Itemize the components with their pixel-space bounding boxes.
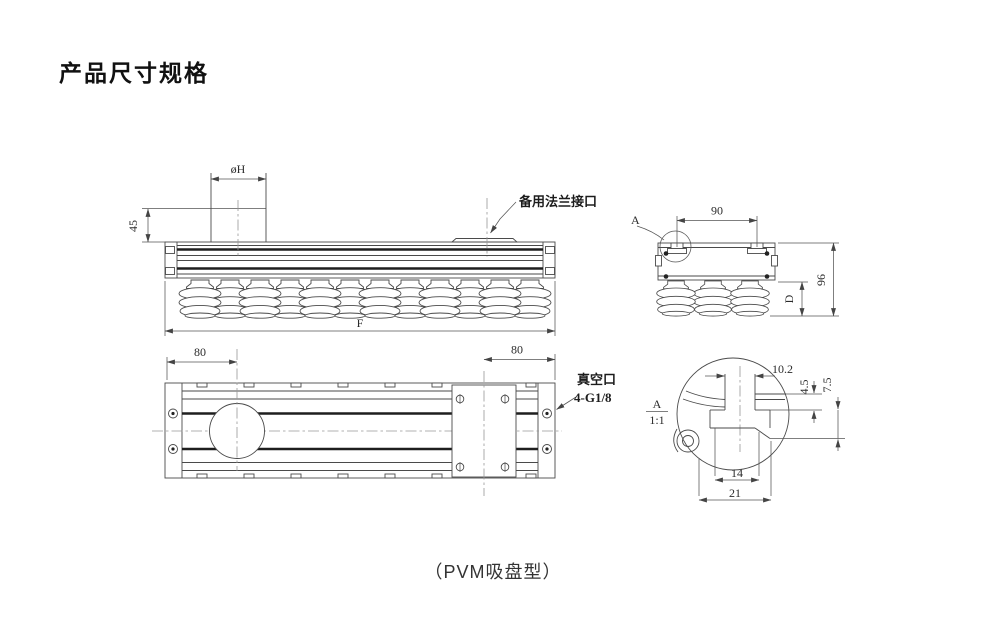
detail-a-marker-circle (659, 230, 692, 263)
spare-flange-callout: 备用法兰接口 (490, 194, 597, 234)
vacuum-port-label-line2: 4-G1/8 (574, 390, 612, 405)
corner-roller (676, 429, 700, 453)
dim-text-right-offset: 80 (511, 343, 523, 357)
dim-slot-spacing: 90 (676, 204, 758, 247)
vacuum-port-label-line1: 真空口 (577, 372, 616, 387)
dim-text-slot-depth: 7.5 (820, 378, 834, 393)
dim-text-total-height: 96 (814, 274, 828, 286)
dim-text-cup-height: D (782, 294, 796, 303)
dim-neck-depth: 4.5 (770, 380, 822, 423)
t-slot-section (673, 374, 845, 476)
dim-cup-height: D (778, 281, 808, 317)
dim-cavity-width: 14 (714, 466, 760, 483)
dim-slot-opening: 10.2 (705, 362, 793, 379)
dim-total-length: F (164, 281, 556, 336)
dim-text-slot-spacing: 90 (711, 204, 723, 218)
profile-section (655, 242, 778, 281)
dim-outer-width: 21 (698, 441, 772, 503)
detail-boundary-circle (676, 357, 790, 471)
gripper-body-front (164, 238, 556, 279)
dim-text-slot-opening: 10.2 (772, 362, 793, 376)
dim-text-flange-diameter: øH (231, 162, 246, 176)
dim-text-outer-width: 21 (729, 486, 741, 500)
dim-text-cavity-width: 14 (731, 466, 743, 480)
flange-cylinder (142, 173, 267, 242)
figure-caption: （PVM吸盘型） (424, 562, 562, 582)
dim-text-neck-depth: 4.5 (797, 380, 811, 395)
dim-slot-depth: 7.5 (820, 378, 841, 451)
dim-right-offset: 80 (483, 343, 556, 380)
dim-total-height: 96 (770, 242, 839, 317)
dim-text-flange-height: 45 (126, 220, 140, 232)
detail-view-a: 10.2 4.5 7.5 14 (673, 357, 845, 503)
detail-reference-label: A 1:1 (646, 397, 668, 427)
vacuum-port-callout: 真空口 4-G1/8 (556, 372, 616, 410)
dim-left-offset: 80 (166, 345, 238, 380)
dim-flange-diameter: øH (210, 162, 267, 182)
detail-a-letter: A (631, 213, 640, 227)
dim-text-total-length: F (357, 316, 364, 330)
dim-text-left-offset: 80 (194, 345, 206, 359)
page-title: 产品尺寸规格 (59, 61, 209, 86)
side-view-suction-cups (656, 280, 770, 317)
detail-ref-letter: A (653, 397, 662, 411)
detail-ref-scale: 1:1 (649, 413, 664, 427)
front-view-suction-cups (178, 279, 552, 319)
side-view: A 90 96 D (631, 204, 839, 317)
vacuum-ports (168, 408, 552, 454)
plan-view: 80 80 真空口 4-G1/8 A 1:1 (152, 343, 668, 496)
spare-flange-label: 备用法兰接口 (518, 194, 597, 209)
front-view: øH 45 备用法兰接口 F (126, 162, 597, 336)
detail-a-marker: A (631, 213, 665, 241)
dim-flange-height: 45 (126, 208, 166, 243)
spare-flange-port (450, 238, 519, 243)
